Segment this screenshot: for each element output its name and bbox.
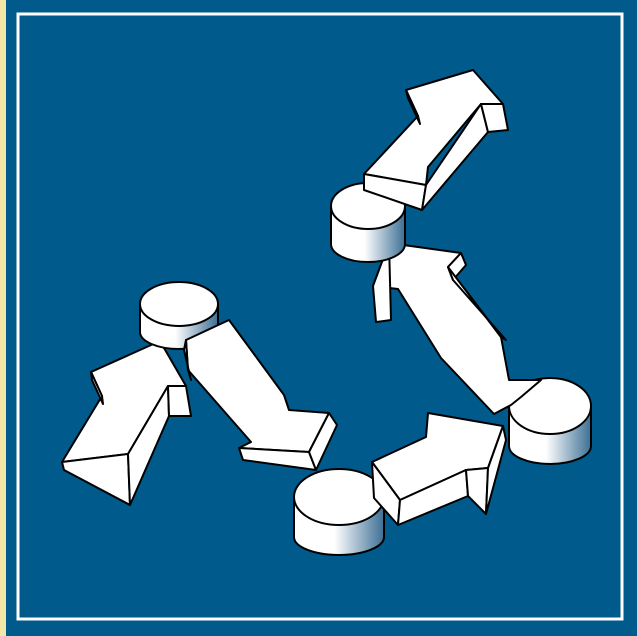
cylinder-node-2 bbox=[294, 469, 384, 555]
diagram-canvas bbox=[6, 0, 637, 636]
diagram-svg bbox=[6, 0, 637, 636]
